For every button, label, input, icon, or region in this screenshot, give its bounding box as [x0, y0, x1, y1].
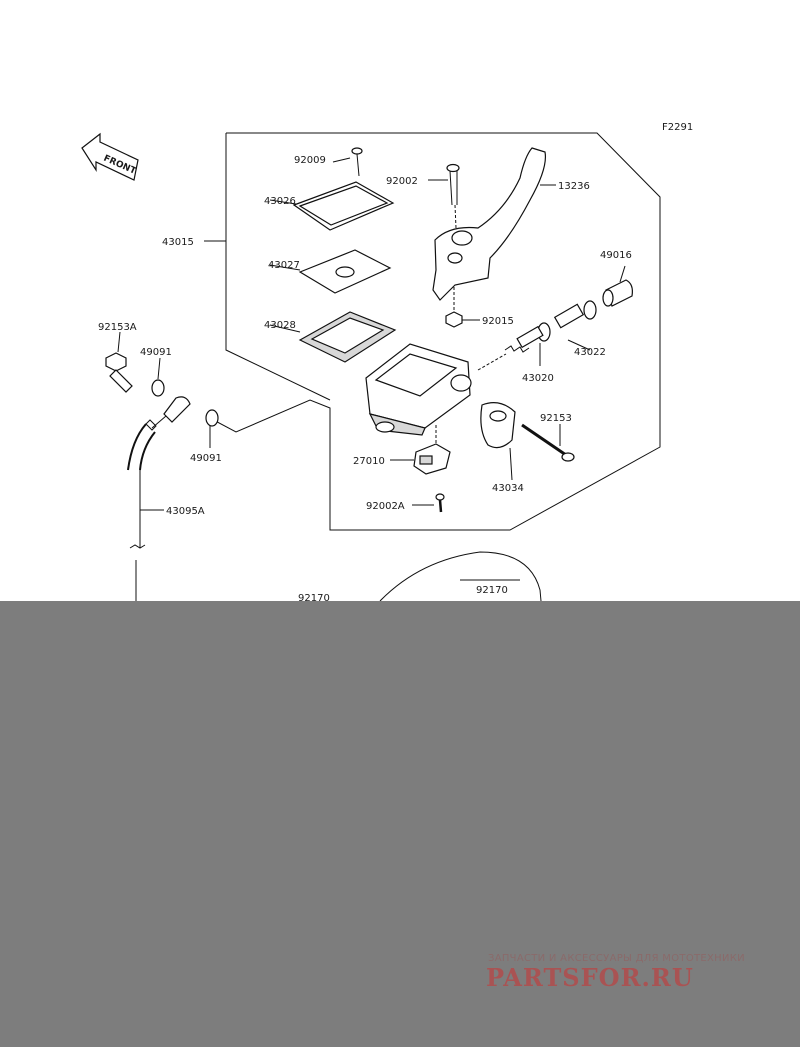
leader-43027 — [269, 264, 301, 271]
callout-92170-a: 92170 — [298, 593, 330, 604]
piston-43022 — [553, 300, 597, 329]
boot-49016 — [602, 279, 633, 307]
hose-clamp-curve — [379, 551, 542, 602]
assembly-outline — [205, 132, 661, 531]
assembly-outline-left — [225, 133, 331, 401]
brake-hose-43095A — [127, 396, 191, 601]
leader-92153A — [117, 331, 121, 353]
screw-92009 — [351, 147, 363, 177]
callout-43020: 43020 — [522, 373, 554, 384]
callout-43026: 43026 — [264, 196, 296, 207]
pivot-axis — [454, 204, 457, 229]
callout-49091-a: 49091 — [140, 347, 172, 358]
washer-49091-b — [205, 409, 219, 427]
leader-49016 — [619, 265, 626, 283]
callout-43095A: 43095A — [166, 506, 205, 517]
callout-43028: 43028 — [264, 320, 296, 331]
callout-92153A: 92153A — [98, 322, 137, 333]
screw-92002A — [435, 493, 445, 513]
bolt-92002 — [446, 163, 460, 206]
lever-13236 — [432, 147, 547, 301]
callout-43022: 43022 — [574, 347, 606, 358]
cap-43026-inner — [298, 185, 389, 226]
leader-43026 — [269, 199, 297, 205]
nut-92015 — [445, 311, 463, 328]
banjo-bolt-92153A — [105, 352, 133, 393]
callout-92002A: 92002A — [366, 501, 405, 512]
master-cylinder-body — [365, 343, 472, 436]
callout-27010: 27010 — [353, 456, 385, 467]
piston-43020 — [504, 322, 551, 353]
leader-49091-a — [157, 357, 161, 380]
bolt-92153 — [521, 423, 575, 462]
callout-92002: 92002 — [386, 176, 418, 187]
washer-49091-a — [151, 379, 165, 397]
piston-axis — [477, 353, 507, 371]
callout-49091-b: 49091 — [190, 453, 222, 464]
callout-13236: 13236 — [558, 181, 590, 192]
callout-92015: 92015 — [482, 316, 514, 327]
callout-92009: 92009 — [294, 155, 326, 166]
callout-49016: 49016 — [600, 250, 632, 261]
watermark-logo: PARTSFOR.RU — [486, 963, 694, 992]
switch-27010 — [413, 443, 451, 475]
plate-43027-hole — [335, 266, 355, 278]
callout-43027: 43027 — [268, 260, 300, 271]
front-arrow-icon: FRONT — [81, 132, 139, 181]
callout-92170-b: 92170 — [476, 585, 508, 596]
leader-92009 — [332, 157, 351, 163]
holder-43034 — [480, 402, 516, 449]
leader-43034 — [509, 447, 513, 481]
leader-43022 — [567, 339, 591, 351]
gray-mask-overlay — [0, 601, 800, 1047]
leader-43028 — [269, 324, 301, 333]
callout-43034: 43034 — [492, 483, 524, 494]
diagram-code: F2291 — [662, 122, 693, 133]
watermark-tagline: ЗАПЧАСТИ И АКСЕССУАРЫ ДЛЯ МОТОТЕХНИКИ — [488, 953, 745, 964]
callout-92153: 92153 — [540, 413, 572, 424]
diaphragm-43028-inner — [310, 317, 385, 354]
callout-43015: 43015 — [162, 237, 194, 248]
